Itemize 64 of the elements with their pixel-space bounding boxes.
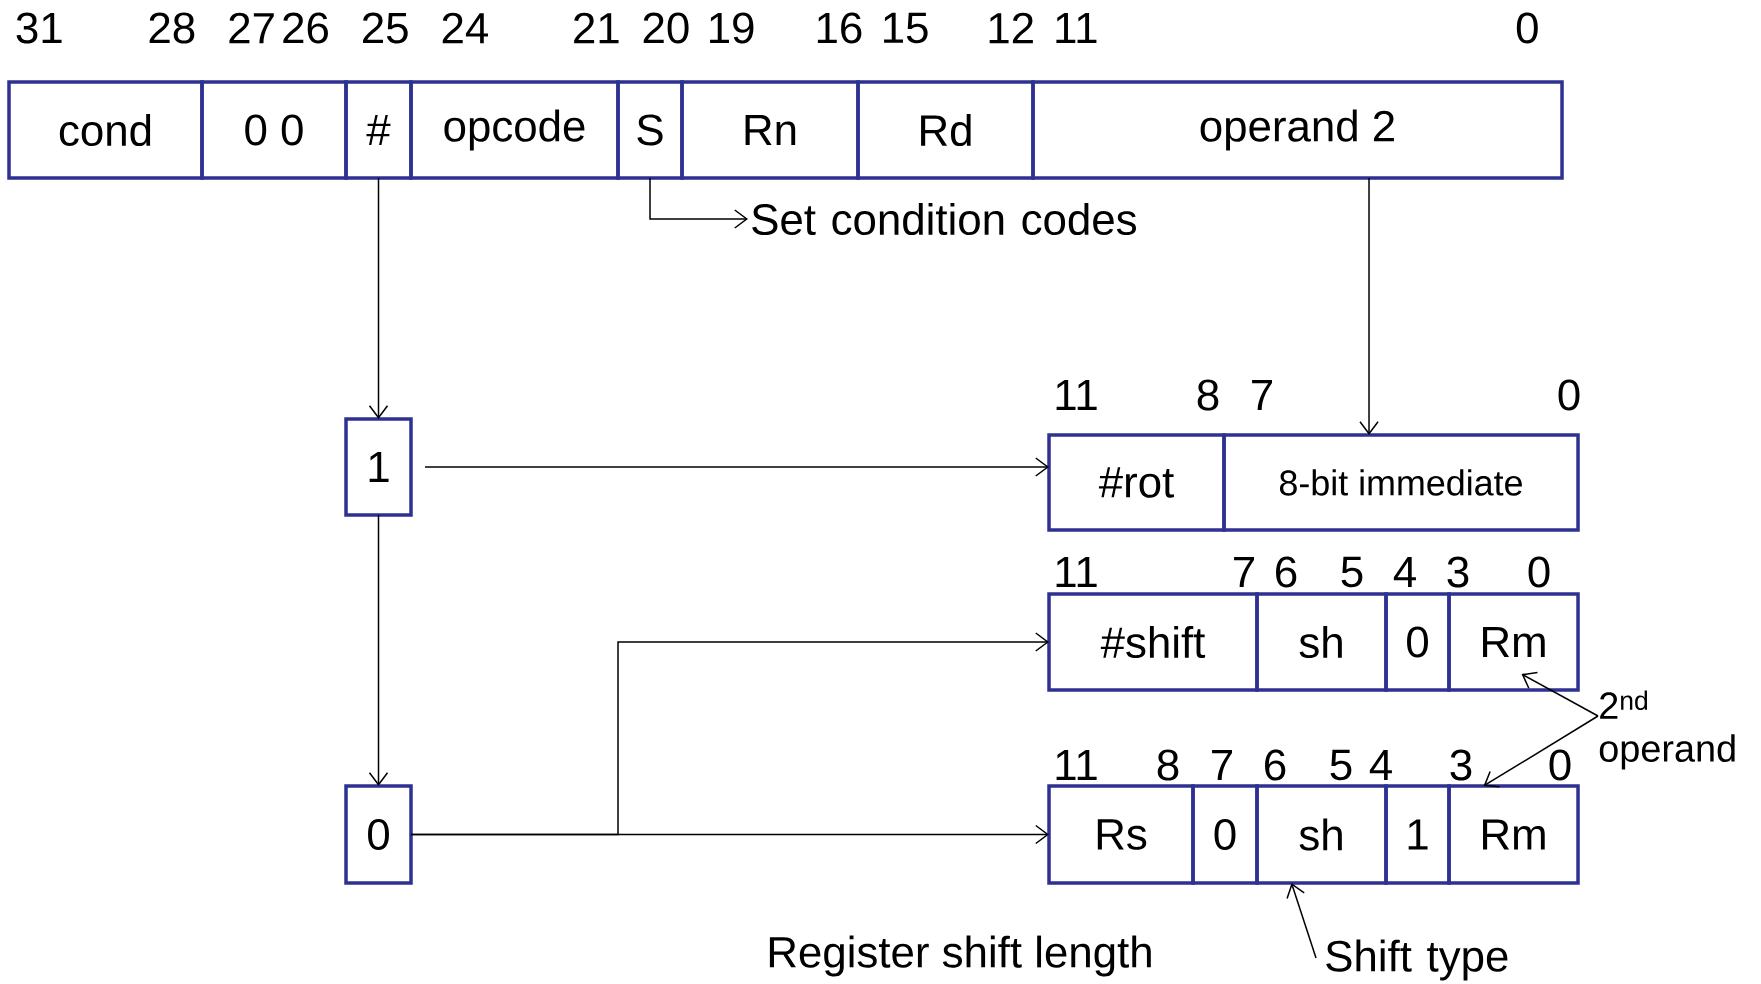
bit-field-box: opcode <box>409 80 620 180</box>
bit-field-box: Rn <box>680 80 860 180</box>
arrow <box>1521 671 1599 717</box>
bit-number: 3 <box>1450 749 1472 781</box>
arrow <box>368 514 389 786</box>
arrow <box>649 177 748 229</box>
bit-field-box: sh <box>1255 592 1388 692</box>
bit-number: 20 <box>643 12 689 44</box>
bit-field-box: 8-bit immediate <box>1222 433 1580 532</box>
bit-number: 27 <box>229 12 274 44</box>
bit-field-box: 0 <box>1191 784 1259 885</box>
bit-field-box: #shift <box>1047 592 1259 692</box>
bit-number: 3 <box>1447 556 1469 588</box>
flag-box: 0 <box>344 784 413 885</box>
bit-number: 7 <box>1234 556 1254 588</box>
bit-number: 19 <box>710 12 754 44</box>
bit-number: 0 <box>1549 749 1571 781</box>
bit-number: 28 <box>149 12 195 44</box>
bit-number: 8 <box>1197 379 1219 411</box>
bit-field-box: S <box>616 80 684 180</box>
bit-field-box: 1 <box>1384 784 1451 885</box>
bit-number: 6 <box>1276 556 1297 588</box>
bit-field-box: Rm <box>1447 784 1580 885</box>
arrow <box>1483 715 1599 788</box>
annotation-text: Set condition codes <box>752 202 1136 236</box>
bit-field-box: 0 0 <box>200 80 348 180</box>
bit-number: 4 <box>1393 556 1416 588</box>
bit-number: 4 <box>1369 749 1392 781</box>
bit-number: 5 <box>1341 556 1363 588</box>
bit-number: 7 <box>1212 749 1232 781</box>
bit-number: 7 <box>1252 379 1272 411</box>
bit-number: 11 <box>1056 556 1097 588</box>
arrow <box>410 824 1049 845</box>
bit-field-box: operand 2 <box>1031 80 1564 180</box>
bit-number: 25 <box>363 12 408 44</box>
bit-field-box: Rd <box>856 80 1035 180</box>
bit-number: 11 <box>1056 749 1097 781</box>
bit-field-box: sh <box>1255 784 1388 885</box>
bit-field-box: # <box>344 80 413 180</box>
bit-number: 16 <box>817 12 862 44</box>
bit-field-box: Rm <box>1447 592 1580 692</box>
annotation-text: Register shift length <box>769 935 1151 977</box>
arrow <box>424 457 1049 477</box>
bit-field-box: 0 <box>1384 592 1451 692</box>
bit-number: 6 <box>1265 749 1286 781</box>
bit-field-box: #rot <box>1047 433 1226 532</box>
arrow <box>368 177 389 419</box>
arrow <box>1359 177 1379 435</box>
bit-field-box: Rs <box>1047 784 1195 885</box>
bit-number: 24 <box>442 12 488 44</box>
bit-number: 21 <box>574 12 619 44</box>
bit-number: 8 <box>1157 749 1179 781</box>
annotation-text: Shift type <box>1326 939 1508 981</box>
bit-number: 11 <box>1056 379 1097 411</box>
arrow <box>1286 883 1317 959</box>
bit-number: 0 <box>1528 556 1550 588</box>
bit-number: 5 <box>1330 749 1352 781</box>
bit-number: 12 <box>989 12 1033 44</box>
annotation-text: 2$^{nd}$ operand <box>1599 690 1735 770</box>
bit-number: 15 <box>884 12 928 44</box>
bit-field-box: cond <box>7 80 204 180</box>
flag-box: 1 <box>344 417 413 517</box>
bit-number: 11 <box>1056 12 1097 44</box>
bit-number: 26 <box>283 12 328 44</box>
